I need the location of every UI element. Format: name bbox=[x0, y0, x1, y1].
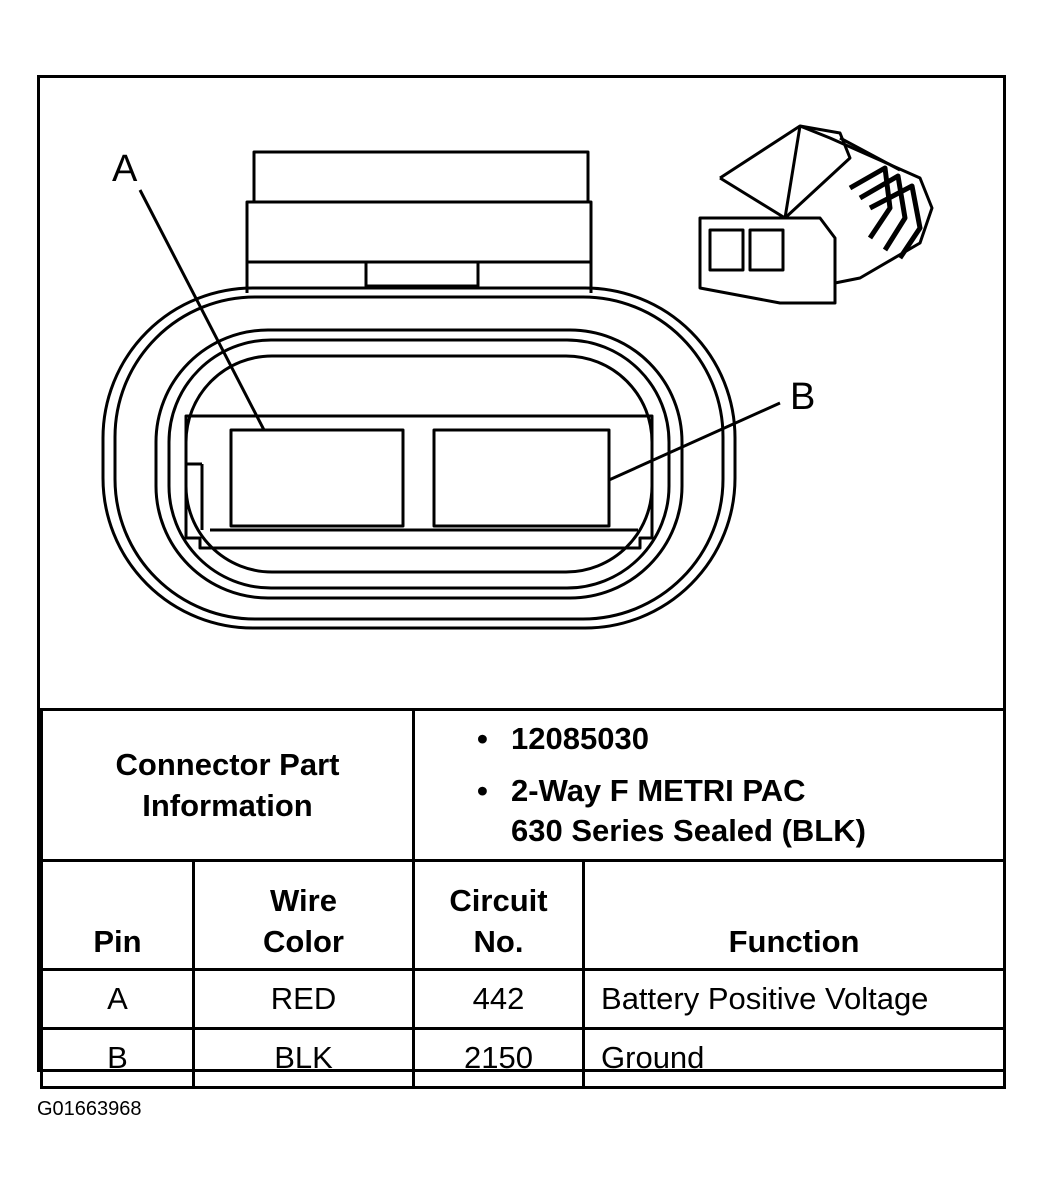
header-wire-color-line2: Color bbox=[263, 924, 344, 959]
header-circuit-line2: No. bbox=[473, 924, 524, 959]
bullet-icon: • bbox=[477, 773, 488, 808]
connector-part-number: • 12085030 bbox=[477, 719, 1003, 759]
connector-drawing: A B bbox=[40, 78, 1003, 708]
pin-cell: B bbox=[40, 1027, 195, 1089]
figure-id: G01663968 bbox=[37, 1098, 142, 1120]
connector-part-info-label: Connector Part Information bbox=[39, 708, 416, 862]
pin-cell: A bbox=[40, 968, 195, 1030]
function-cell: Battery Positive Voltage bbox=[582, 968, 1007, 1030]
table-row: B BLK 2150 Ground bbox=[40, 1027, 1007, 1089]
header-wire-color: Wire Color bbox=[191, 859, 416, 971]
connector-part-number-text: 12085030 bbox=[511, 721, 649, 756]
bullet-icon: • bbox=[477, 721, 488, 756]
header-pin: Pin bbox=[40, 859, 195, 971]
callout-b: B bbox=[790, 376, 816, 418]
callout-a: A bbox=[112, 148, 138, 190]
connector-perspective-view bbox=[698, 124, 934, 305]
function-cell: Ground bbox=[582, 1027, 1007, 1089]
header-pin-text: Pin bbox=[93, 924, 142, 959]
connector-description-line1: 2-Way F METRI PAC bbox=[511, 773, 806, 808]
wire-color-cell: BLK bbox=[191, 1027, 416, 1089]
connector-description: • 2-Way F METRI PAC 630 Series Sealed (B… bbox=[477, 771, 1003, 851]
header-function-text: Function bbox=[728, 924, 860, 959]
connector-table: Connector Part Information • 12085030 • … bbox=[39, 708, 1007, 1089]
connector-part-label-line1: Connector Part bbox=[115, 747, 340, 782]
header-wire-color-line1: Wire bbox=[270, 883, 337, 918]
connector-part-info-values: • 12085030 • 2-Way F METRI PAC 630 Serie… bbox=[412, 708, 1007, 862]
header-function: Function bbox=[582, 859, 1007, 971]
connector-part-label-line2: Information bbox=[142, 788, 313, 823]
connector-info-row: Connector Part Information • 12085030 • … bbox=[39, 708, 1007, 862]
wire-color-cell: RED bbox=[191, 968, 416, 1030]
header-circuit-line1: Circuit bbox=[449, 883, 548, 918]
circuit-cell: 2150 bbox=[412, 1027, 586, 1089]
connector-description-line2: 630 Series Sealed (BLK) bbox=[511, 813, 866, 848]
table-row: A RED 442 Battery Positive Voltage bbox=[40, 968, 1007, 1030]
circuit-cell: 442 bbox=[412, 968, 586, 1030]
diagram-frame: A B Connector Part Information • 1208503… bbox=[37, 75, 1007, 1089]
table-header-row: Pin Wire Color Circuit No. Function bbox=[40, 859, 1007, 971]
header-circuit-no: Circuit No. bbox=[412, 859, 586, 971]
connector-face-illustration bbox=[101, 124, 934, 630]
